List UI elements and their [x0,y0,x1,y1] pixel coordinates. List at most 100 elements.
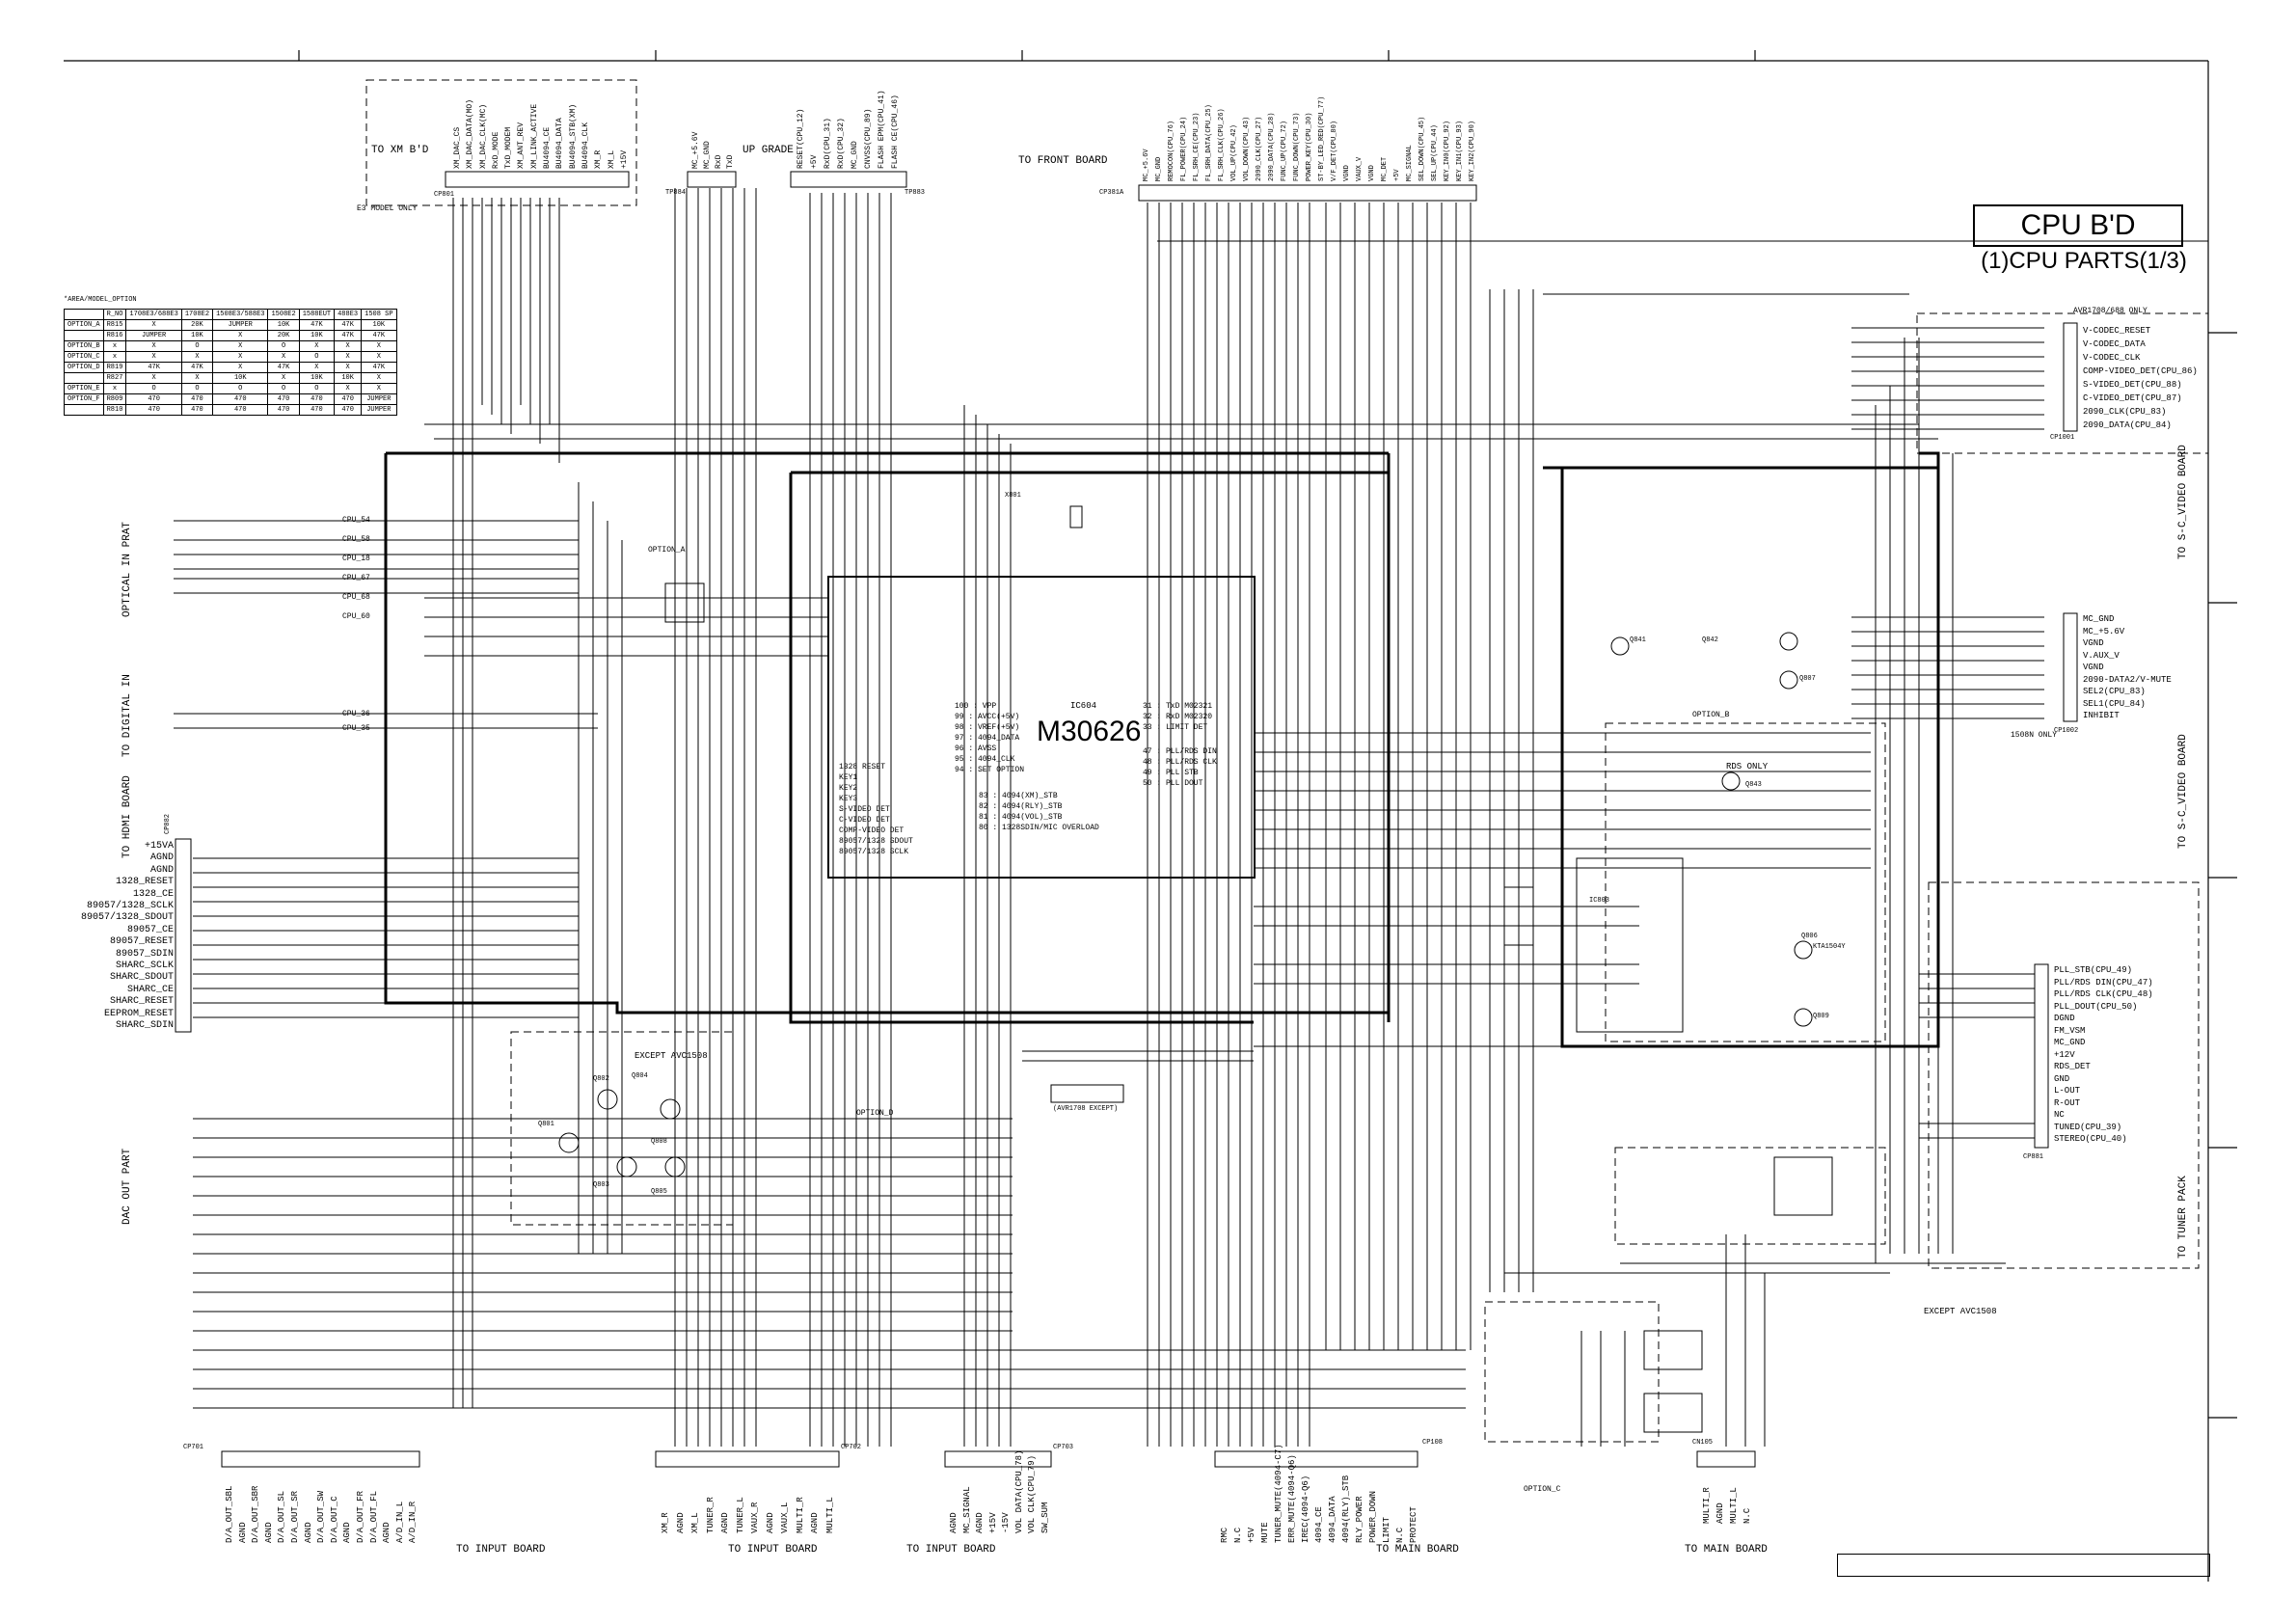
pin-label: AGND [675,1512,686,1533]
pin-label: FUNC_UP(CPU_72) [1281,120,1288,181]
part-ic803: IC803 [1589,897,1610,905]
pin-label: VOL_UP(CPU_42) [1230,124,1238,181]
pin-label: XM_R [594,149,604,169]
part-q841: Q841 [1630,636,1646,644]
pin-label: 2090_DATA(CPU_28) [1268,112,1276,181]
pin-label: 2090_CLK(CPU_83) [2083,407,2167,417]
pin-label: ERR_MUTE(4094-Q6) [1287,1454,1297,1543]
pin-label: FLASH EPM(CPU_41) [878,90,886,169]
pin-label: FL_SRH_CE(CPU_23) [1193,112,1201,181]
ic-pin: 50 : PLL DOUT [1143,779,1203,788]
pin-label: V-CODEC_DATA [2083,339,2146,349]
pin-label: PLL_STB(CPU_49) [2054,965,2133,975]
pin-label: PROTECT [1409,1506,1418,1543]
pin-label: A/D_IN_R [408,1501,419,1543]
pin-label: V/F_DET(CPU_80) [1331,120,1338,181]
pin-label: N.C [1233,1527,1243,1543]
pin-label: RxD [715,154,723,169]
part-q806: Q806 [1801,933,1818,940]
pin-label: A/D_IN_L [394,1501,405,1543]
ic-pin: KEY2 [839,784,858,793]
pin-label: AGND [342,1522,353,1543]
svideo-board-label-1: TO S-C_VIDEO BOARD [2177,445,2189,559]
pin-label: SEL_DOWN(CPU_45) [1418,116,1426,181]
pin-label: XM_LINK_ACTIVE [529,103,539,169]
pin-label: D/A_OUT_SR [289,1490,300,1543]
ic-name: M30626 [1037,716,1142,747]
part-x801: X801 [1005,492,1021,500]
option-table-caption: *AREA/MODEL_OPTION [64,296,137,304]
upgrade-pin-list: MC_+5.6V MC_GND RxD TxD [690,132,737,169]
dac-pin-list: D/A_OUT_SBL AGND D/A_OUT_SBR AGND D/A_OU… [224,1486,420,1543]
pin-label: AGND [949,1512,959,1533]
pin-label: BU4094_CE [543,126,553,169]
pin-label: D/A_OUT_FR [355,1490,365,1543]
pin-label: 89057_RESET [109,936,174,948]
pin-label: IREC(4094-Q6) [1301,1475,1310,1543]
pin-label: AGND [382,1522,392,1543]
ic-pin: 31 : TxD M02321 [1143,702,1213,711]
avr-note: AVR1708/688 ONLY [2073,307,2147,315]
ic-pin: 48 : PLL/RDS CLK [1143,758,1217,767]
hdmi-ref: CP882 [164,813,172,834]
pin-label: RxD(CPU_32) [837,118,846,169]
bus-horizontals [174,240,2208,1409]
ic-pin: COMP-VIDEO DET [839,826,905,835]
connector-pins [175,171,2078,1468]
pin-label: AGND [1715,1502,1725,1524]
pin-label: MC_GND [1155,156,1163,181]
page-subtitle: (1)CPU PARTS(1/3) [1981,248,2187,274]
pin-label: TxD [726,154,735,169]
rds-only-note: RDS ONLY [1726,762,1769,771]
pin-label: LIMIT [1382,1516,1391,1543]
pin-label: ST-BY_LED_RED(CPU_77) [1318,95,1326,181]
ic-pin: 89057/1328 SDOUT [839,837,913,846]
ic-pin: 83 : 4094(XM)_STB [979,792,1058,800]
pin-label: VAUX_R [750,1502,760,1533]
pin-label: XM_L [690,1512,700,1533]
ic-pin: 97 : 4094_DATA [955,734,1020,743]
pin-label: AGND [765,1512,775,1533]
main2-ref: CN105 [1692,1439,1714,1447]
pin-label: +5V [1247,1527,1256,1543]
pin-label: 1328_CE [132,888,174,900]
pin-label: FLASH CE(CPU_46) [891,95,900,169]
pin-label: TUNER_L [735,1497,745,1533]
pin-label: KEY_IN1(CPU_93) [1456,120,1464,181]
pin-label: L-OUT [2054,1086,2081,1096]
pin-label: 4094(RLY)_STB [1341,1475,1351,1543]
ic-pin: 96 : AVSS [955,744,997,753]
small-components [558,505,1833,1433]
pin-label: 2090-DATA2/V-MUTE [2083,674,2172,685]
pin-label: SEL2(CPU_83) [2083,687,2146,696]
pin-label: D/A_OUT_SL [277,1490,287,1543]
pin-label: KEY_IN0(CPU_92) [1444,120,1451,181]
upgrade-label: UP GRADE [743,145,794,156]
pin-label: REMOCON(CPU_76) [1168,120,1175,181]
svideo-ref: CP1002 [2054,727,2079,735]
ic-ref: IC604 [1070,701,1097,711]
pin-label: +15V [619,149,629,169]
ic-pin: 80 : 1328SDIN/MIC OVERLOAD [979,824,1099,832]
pin-label: 89057/1328_SDOUT [80,912,174,924]
pin-label: XM_L [607,149,616,169]
pin-label: RESET(CPU_12) [797,108,805,169]
pin-label: AGND [149,864,174,876]
ic-pin: 81 : 4094(VOL)_STB [979,813,1063,822]
ic-pin: 1328 RESET [839,763,886,771]
pin-label: POWER_KEY(CPU_30) [1306,112,1313,181]
pin-label: MC_GND [2083,614,2115,624]
pin-label: AGND [810,1512,820,1533]
pin-label: XM_ANT_REV [517,122,527,169]
xm-model-note: E3 MODEL ONLY [357,204,418,213]
optical-pin-list: CPU_54 CPU_58 CPU_18 CPU_67 CPU_68 CPU_6… [342,511,370,627]
digital-pin-list: CPU_36 CPU_35 [342,707,370,736]
pin-label: MC_+5.6V [1143,149,1150,181]
